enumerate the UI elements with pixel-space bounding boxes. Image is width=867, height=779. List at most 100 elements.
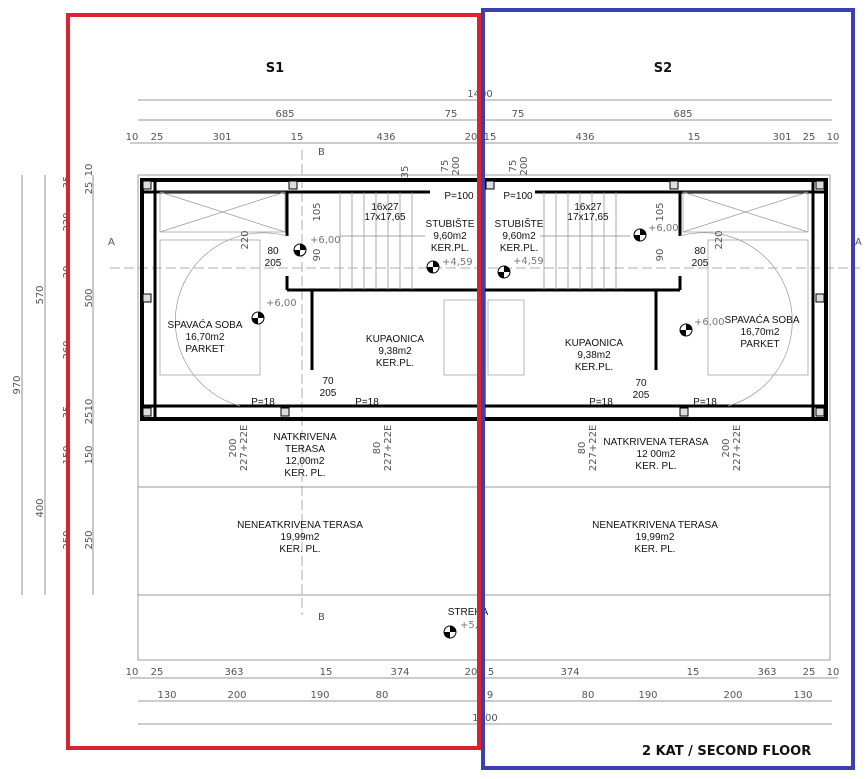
unit-s2-rooms: SPAVAĆA SOBA 16,70m2 PARKET KUPAONICA 9,… bbox=[495, 156, 800, 555]
level-label: +6,00 bbox=[310, 235, 341, 246]
dim: 75 bbox=[512, 109, 525, 120]
room-floor: KER.PL. bbox=[500, 243, 538, 254]
window-label: P=100 bbox=[444, 191, 474, 202]
inner-dim: 35 bbox=[400, 166, 411, 179]
dim: 200 bbox=[723, 690, 742, 701]
dim: 80 bbox=[376, 690, 389, 701]
door-width: 70 bbox=[322, 376, 334, 387]
dim: 374 bbox=[560, 667, 579, 678]
dim: 130 bbox=[157, 690, 176, 701]
room-area: 9,60m2 bbox=[433, 231, 467, 242]
dim: 25 bbox=[151, 667, 164, 678]
door-width: 80 bbox=[694, 246, 706, 257]
stair-step: 17x17,65 bbox=[567, 212, 609, 223]
section-marker-b: B bbox=[318, 612, 325, 623]
section-marker-b: B bbox=[318, 147, 325, 158]
window-dim: 80 bbox=[372, 442, 383, 455]
dim: 20 bbox=[465, 667, 478, 678]
dim: 130 bbox=[793, 690, 812, 701]
dim: 15 bbox=[688, 132, 701, 143]
window-label: P=18 bbox=[251, 397, 275, 408]
dim: 374 bbox=[390, 667, 409, 678]
dim: 10 bbox=[827, 132, 840, 143]
room-floor: KER.PL. bbox=[376, 358, 414, 369]
unit-s2-label: S2 bbox=[654, 61, 672, 76]
dim: 570 bbox=[35, 285, 46, 304]
room-floor: PARKET bbox=[740, 339, 779, 350]
inner-dim: 220 bbox=[714, 230, 725, 249]
inner-dim: 105 bbox=[312, 202, 323, 221]
dim: 250 bbox=[84, 530, 95, 549]
dim: 25 bbox=[84, 182, 95, 195]
dim: 363 bbox=[757, 667, 776, 678]
room-area: 19,99m2 bbox=[636, 532, 675, 543]
window-label: P=18 bbox=[589, 397, 613, 408]
room-area: 12 00m2 bbox=[637, 449, 676, 460]
room-name: SPAVAĆA SOBA bbox=[167, 318, 242, 331]
level-label: +6,00 bbox=[266, 298, 297, 309]
room-name: STUBIŠTE bbox=[426, 217, 475, 230]
floor-title: 2 KAT / SECOND FLOOR bbox=[642, 744, 811, 759]
stair-step: 17x17,65 bbox=[364, 212, 406, 223]
unit-s1-frame bbox=[66, 13, 481, 750]
room-floor: KER. PL. bbox=[634, 544, 675, 555]
dim-total-left: 970 bbox=[12, 375, 23, 394]
dim: 190 bbox=[310, 690, 329, 701]
window-dim: 227+22E bbox=[239, 425, 250, 472]
door-height: 205 bbox=[692, 258, 709, 269]
room-name: KUPAONICA bbox=[366, 334, 424, 345]
dim: 25 bbox=[84, 412, 95, 425]
inner-dim: 220 bbox=[240, 230, 251, 249]
door-width: 70 bbox=[635, 378, 647, 389]
level-label: +5,8 bbox=[460, 620, 484, 631]
door-height: 205 bbox=[265, 258, 282, 269]
room-area: 9,38m2 bbox=[577, 350, 611, 361]
window-dim: 75 bbox=[508, 160, 519, 173]
room-area: 16,70m2 bbox=[741, 327, 780, 338]
inner-dim: 90 bbox=[312, 249, 323, 262]
room-name: STUBIŠTE bbox=[495, 217, 544, 230]
room-area: 9,60m2 bbox=[502, 231, 536, 242]
room-area: 16,70m2 bbox=[186, 332, 225, 343]
inner-dim: 105 bbox=[655, 202, 666, 221]
dim: 190 bbox=[638, 690, 657, 701]
unit-s1-rooms: SPAVAĆA SOBA 16,70m2 PARKET KUPAONICA 9,… bbox=[167, 156, 488, 631]
room-name: TERASA bbox=[285, 444, 325, 455]
dim: 80 bbox=[582, 690, 595, 701]
dim: 15 bbox=[687, 667, 700, 678]
window-dim: 227+22E bbox=[732, 425, 743, 472]
room-name: NATKRIVENA bbox=[273, 432, 336, 443]
section-marker-a: A bbox=[855, 237, 862, 248]
window-dim: 200 bbox=[451, 156, 462, 175]
inner-dim: 90 bbox=[655, 249, 666, 262]
window-dim: 200 bbox=[519, 156, 530, 175]
room-area: 19,99m2 bbox=[281, 532, 320, 543]
level-marker-icon bbox=[251, 228, 693, 639]
door-width: 80 bbox=[267, 246, 279, 257]
dim: 9 bbox=[487, 690, 493, 701]
door-height: 205 bbox=[633, 390, 650, 401]
room-name: NATKRIVENA TERASA bbox=[603, 437, 709, 448]
stair-step: 16x27 bbox=[574, 202, 602, 213]
level-label: +6,00 bbox=[648, 223, 679, 234]
room-name: KUPAONICA bbox=[565, 338, 623, 349]
unit-s1-label: S1 bbox=[266, 61, 284, 76]
dim: 363 bbox=[224, 667, 243, 678]
stair-step: 16x27 bbox=[371, 202, 399, 213]
dim: 301 bbox=[772, 132, 791, 143]
window-dim: 75 bbox=[440, 160, 451, 173]
dim: 500 bbox=[84, 288, 95, 307]
dim: 25 bbox=[803, 132, 816, 143]
room-floor: KER. PL. bbox=[279, 544, 320, 555]
dim: 685 bbox=[673, 109, 692, 120]
window-dim: 200 bbox=[721, 438, 732, 457]
level-label: +4,59 bbox=[513, 256, 544, 267]
room-name: NENEATKRIVENA TERASA bbox=[237, 520, 363, 531]
room-area: 12,00m2 bbox=[286, 456, 325, 467]
dim: 10 bbox=[126, 132, 139, 143]
window-dim: 227+22E bbox=[588, 425, 599, 472]
room-area: 9,38m2 bbox=[378, 346, 412, 357]
window-dim: 227+22E bbox=[383, 425, 394, 472]
dim: 10 bbox=[84, 164, 95, 177]
